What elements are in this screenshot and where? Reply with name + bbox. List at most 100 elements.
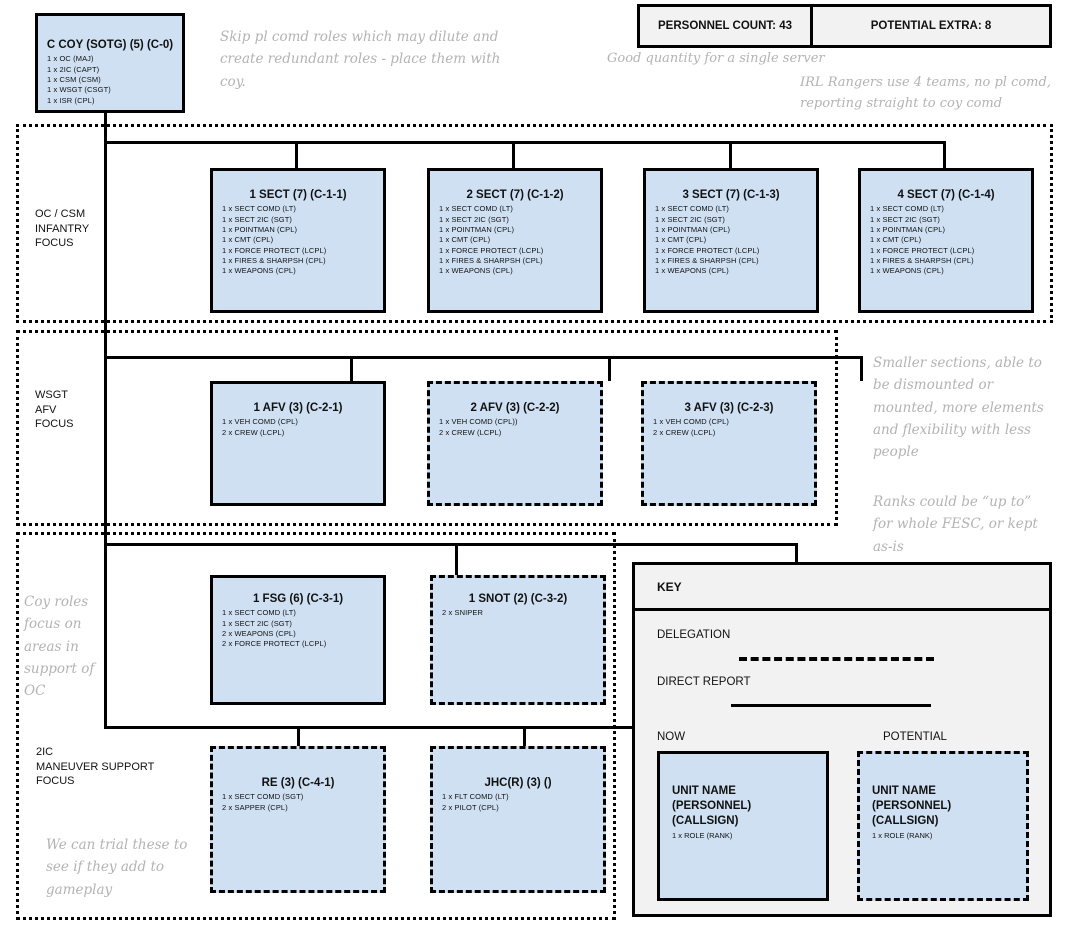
note-irl-rangers: IRL Rangers use 4 teams, no pl comd, rep… (800, 75, 1051, 112)
unit-role-item: 1 x CSM (CSM) (47, 75, 101, 85)
unit-box-2-afv[interactable]: 2 AFV (3) (C-2-2) 1 x VEH COMD (CPL))2 x… (427, 381, 603, 506)
unit-role-item: 1 x SECT 2IC (SGT) (222, 214, 293, 224)
note-ranks: Ranks could be “up to” for whole FESC, o… (873, 494, 1038, 555)
unit-box-3-sect[interactable]: 3 SECT (7) (C-1-3) 1 x SECT COMD (LT)1 x… (643, 168, 819, 313)
unit-role-item: 1 x POINTMAN (CPL) (439, 225, 515, 235)
unit-title: 2 AFV (3) (C-2-2) (470, 402, 560, 414)
note-trial-gameplay: We can trial these to see if they add to… (46, 837, 188, 898)
note-coy-roles: Coy roles focus on areas in support of O… (24, 594, 95, 700)
unit-role-item: 1 x WSGT (CSGT) (47, 85, 111, 95)
connector-row3-bus (104, 543, 798, 546)
unit-role-item: 1 x WEAPONS (CPL) (655, 266, 729, 276)
personnel-count-badge: PERSONNEL COUNT: 43 (637, 4, 813, 48)
unit-role-item: 1 x SECT COMD (LT) (655, 204, 730, 214)
unit-role-item: 1 x FIRES & SHARPSH (CPL) (655, 256, 759, 266)
unit-role-item: 2 x CREW (LCPL) (222, 427, 285, 437)
connector-row1-drop-1 (295, 141, 298, 168)
unit-box-1-afv[interactable]: 1 AFV (3) (C-2-1) 1 x VEH COMD (CPL)2 x … (210, 381, 386, 506)
band-label-infantry: OC / CSM INFANTRY FOCUS (35, 208, 90, 250)
connector-row4-drop-2 (523, 726, 526, 746)
key-sample-now: UNIT NAME (PERSONNEL) (CALLSIGN) 1 x ROL… (657, 751, 829, 901)
connector-row1-drop-4 (943, 141, 946, 168)
unit-roles: 1 x VEH COMD (CPL))2 x CREW (LCPL) (430, 417, 600, 438)
band-label-wsgt: WSGT AFV FOCUS (35, 389, 74, 431)
unit-roles: 1 x SECT COMD (LT)1 x SECT 2IC (SGT)1 x … (861, 204, 1031, 276)
unit-title: C COY (SOTG) (5) (C-0) (46, 39, 174, 51)
key-line-delegation (739, 657, 934, 661)
connector-row4-drop-1 (297, 726, 300, 746)
unit-role-item: 1 x CMT (CPL) (222, 235, 274, 245)
unit-roles: 1 x VEH COMD (CPL)2 x CREW (LCPL) (213, 417, 383, 438)
connector-row1-drop-3 (729, 141, 732, 168)
unit-box-jhc[interactable]: JHC(R) (3) () 1 x FLT COMD (LT)2 x PILOT… (430, 746, 606, 893)
unit-role-item: 1 x FLT COMD (LT) (442, 792, 509, 802)
key-legend-panel: KEY DELEGATION DIRECT REPORT NOW POTENTI… (632, 562, 1052, 917)
unit-box-3-afv[interactable]: 3 AFV (3) (C-2-3) 1 x VEH COMD (CPL)2 x … (641, 381, 817, 506)
unit-role-item: 1 x SECT 2IC (SGT) (222, 618, 293, 628)
unit-title: 2 SECT (7) (C-1-2) (466, 189, 564, 201)
key-sample-role: 1 x ROLE (RANK) (672, 830, 733, 840)
key-sample-title: UNIT NAME (PERSONNEL) (CALLSIGN) (872, 785, 952, 827)
unit-role-item: 1 x FORCE PROTECT (LCPL) (870, 245, 975, 255)
unit-box-4-sect[interactable]: 4 SECT (7) (C-1-4) 1 x SECT COMD (LT)1 x… (858, 168, 1034, 313)
unit-title: 1 FSG (6) (C-3-1) (252, 593, 344, 605)
connector-row1-drop-2 (512, 141, 515, 168)
connector-row3-drop-1 (455, 543, 458, 575)
unit-role-item: 1 x POINTMAN (CPL) (222, 225, 298, 235)
unit-title: 3 SECT (7) (C-1-3) (682, 189, 780, 201)
key-sample-role: 1 x ROLE (RANK) (872, 830, 933, 840)
unit-box-1-snot[interactable]: 1 SNOT (2) (C-3-2) 2 x SNIPER (430, 575, 606, 705)
unit-role-item: 1 x SECT 2IC (SGT) (655, 214, 726, 224)
unit-role-item: 1 x ISR (CPL) (47, 95, 95, 105)
unit-role-item: 1 x SECT 2IC (SGT) (439, 214, 510, 224)
unit-title: RE (3) (C-4-1) (261, 777, 335, 789)
unit-box-1-sect[interactable]: 1 SECT (7) (C-1-1) 1 x SECT COMD (LT)1 x… (210, 168, 386, 313)
unit-role-item: 1 x CMT (CPL) (655, 235, 707, 245)
unit-role-item: 1 x POINTMAN (CPL) (655, 225, 731, 235)
unit-roles: 1 x VEH COMD (CPL)2 x CREW (LCPL) (644, 417, 814, 438)
unit-roles: 1 x SECT COMD (LT)1 x SECT 2IC (SGT)2 x … (213, 608, 383, 649)
unit-box-2-sect[interactable]: 2 SECT (7) (C-1-2) 1 x SECT COMD (LT)1 x… (427, 168, 603, 313)
note-good-quantity: Good quantity for a single server (607, 51, 825, 66)
unit-title: 4 SECT (7) (C-1-4) (897, 189, 995, 201)
unit-role-item: 1 x OC (MAJ) (47, 54, 94, 64)
note-smaller-sections: Smaller sections, able to be dismounted … (873, 355, 1044, 461)
unit-roles: 1 x SECT COMD (LT)1 x SECT 2IC (SGT)1 x … (646, 204, 816, 276)
unit-roles: 1 x FLT COMD (LT)2 x PILOT (CPL) (433, 792, 603, 813)
unit-role-item: 1 x SECT COMD (LT) (222, 204, 297, 214)
unit-role-item: 1 x CMT (CPL) (870, 235, 922, 245)
unit-roles: 1 x SECT COMD (LT)1 x SECT 2IC (SGT)1 x … (213, 204, 383, 276)
unit-role-item: 2 x CREW (LCPL) (653, 427, 716, 437)
unit-role-item: 1 x FORCE PROTECT (LCPL) (439, 245, 544, 255)
band-afv (16, 330, 838, 526)
unit-box-1-fsg[interactable]: 1 FSG (6) (C-3-1) 1 x SECT COMD (LT)1 x … (210, 575, 386, 705)
unit-role-item: 1 x 2IC (CAPT) (47, 64, 100, 74)
unit-role-item: 1 x WEAPONS (CPL) (870, 266, 944, 276)
unit-role-item: 1 x VEH COMD (CPL) (222, 417, 298, 427)
unit-role-item: 1 x VEH COMD (CPL) (653, 417, 729, 427)
unit-role-item: 1 x FORCE PROTECT (LCPL) (222, 245, 327, 255)
unit-role-item: 2 x CREW (LCPL) (439, 427, 502, 437)
unit-box-c-coy[interactable]: C COY (SOTG) (5) (C-0) 1 x OC (MAJ)1 x 2… (35, 13, 185, 113)
band-infantry (16, 124, 1053, 323)
unit-title: JHC(R) (3) () (484, 777, 552, 789)
key-sample-potential: UNIT NAME (PERSONNEL) (CALLSIGN) 1 x ROL… (857, 751, 1029, 901)
connector-row2-drop-1 (350, 356, 353, 381)
unit-role-item: 1 x POINTMAN (CPL) (870, 225, 946, 235)
unit-title: 1 SNOT (2) (C-3-2) (468, 593, 568, 605)
unit-role-item: 1 x SECT COMD (LT) (439, 204, 514, 214)
unit-role-item: 2 x FORCE PROTECT (LCPL) (222, 639, 327, 649)
unit-box-re[interactable]: RE (3) (C-4-1) 1 x SECT COMD (SGT)2 x SA… (210, 746, 386, 893)
note-skip-pl-comd: Skip pl comd roles which may dilute and … (220, 29, 501, 90)
connector-row2-drop-3 (860, 356, 863, 381)
key-line-direct-report (731, 704, 931, 707)
unit-role-item: 2 x WEAPONS (CPL) (222, 629, 296, 639)
unit-title: 3 AFV (3) (C-2-3) (684, 402, 774, 414)
connector-row2-drop-2 (608, 356, 611, 381)
connector-row2-bus (104, 356, 860, 359)
unit-role-item: 1 x SECT COMD (SGT) (222, 792, 304, 802)
key-label-potential: POTENTIAL (883, 731, 947, 743)
unit-roles: 2 x SNIPER (433, 608, 603, 618)
unit-title: 1 SECT (7) (C-1-1) (249, 189, 347, 201)
